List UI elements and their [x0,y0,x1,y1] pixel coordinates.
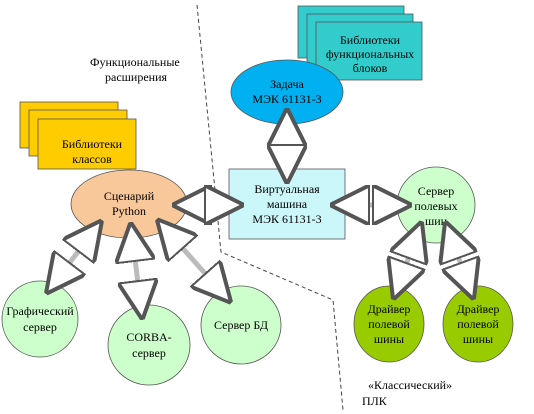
node-label-line: МЭК 61131-3 [252,92,321,106]
node-label-line: шин [425,214,448,228]
node-label-line: сервер [23,320,57,334]
node-label-line: Библиотеки [340,33,401,47]
class-libraries: Библиотеки классов [19,101,137,170]
note-line-1: Функциональные [90,55,180,69]
node-label-line: блоков [353,61,388,75]
python-scenario-node: Сценарий Python [70,169,188,239]
node-label-line: полевой [457,317,499,331]
arrow-python-db [170,234,218,288]
node-label-line: CORBA- [126,330,171,344]
node-label-line: Драйвер [368,302,411,316]
fieldbus-driver-1-node: Драйвер полевой шины [353,285,425,363]
function-block-libraries: Библиотеки функциональных блоков [297,5,423,81]
arrow-fieldbus-driver1 [400,240,415,281]
node-label-line: МЭК 61131-3 [252,212,321,226]
db-server-node: Сервер БД [200,285,282,365]
arrow-python-corba [133,242,140,300]
node-label-line: полевых [414,199,457,213]
node-label-line: Сервер [418,184,454,198]
note-line-2: ПЛК [362,394,388,408]
node-label-line: Драйвер [457,302,500,316]
node-label-line: шины [374,332,404,346]
graphic-server-node: Графический сервер [1,280,79,358]
node-label-line: Графический [6,304,74,318]
node-label-line: Сценарий [104,189,155,203]
note-line-1: «Классический» [368,378,452,392]
node-label-line: Библиотеки [62,137,123,151]
classic-plc-note: «Классический» ПЛК [362,378,452,408]
boundary-dashed-line [196,4,344,411]
node-label-line: Задача [270,77,304,91]
node-label-line: функциональных [326,47,414,61]
arrow-python-graphic [58,236,90,278]
node-label-line: Сервер БД [214,318,268,332]
connectors [58,128,467,300]
node-label-line: машина [267,197,308,211]
note-line-2: расширения [105,70,167,84]
node-label-line: сервер [132,346,166,360]
functional-extensions-note: Функциональные расширения [90,55,180,84]
node-label-line: Python [112,204,146,218]
corba-server-node: CORBA- сервер [107,304,191,386]
node-label-line: шины [463,332,493,346]
fieldbus-server-node: Сервер полевых шин [396,166,476,244]
node-label-line: полевой [368,317,410,331]
virtual-machine-node: Виртуальная машина МЭК 61131-3 [228,168,346,240]
node-label-line: классов [72,152,112,166]
fieldbus-driver-2-node: Драйвер полевой шины [442,285,514,363]
task-node: Задача МЭК 61131-3 [230,59,344,125]
node-label-line: Виртуальная [254,182,320,196]
arrow-fieldbus-driver2 [452,240,467,281]
